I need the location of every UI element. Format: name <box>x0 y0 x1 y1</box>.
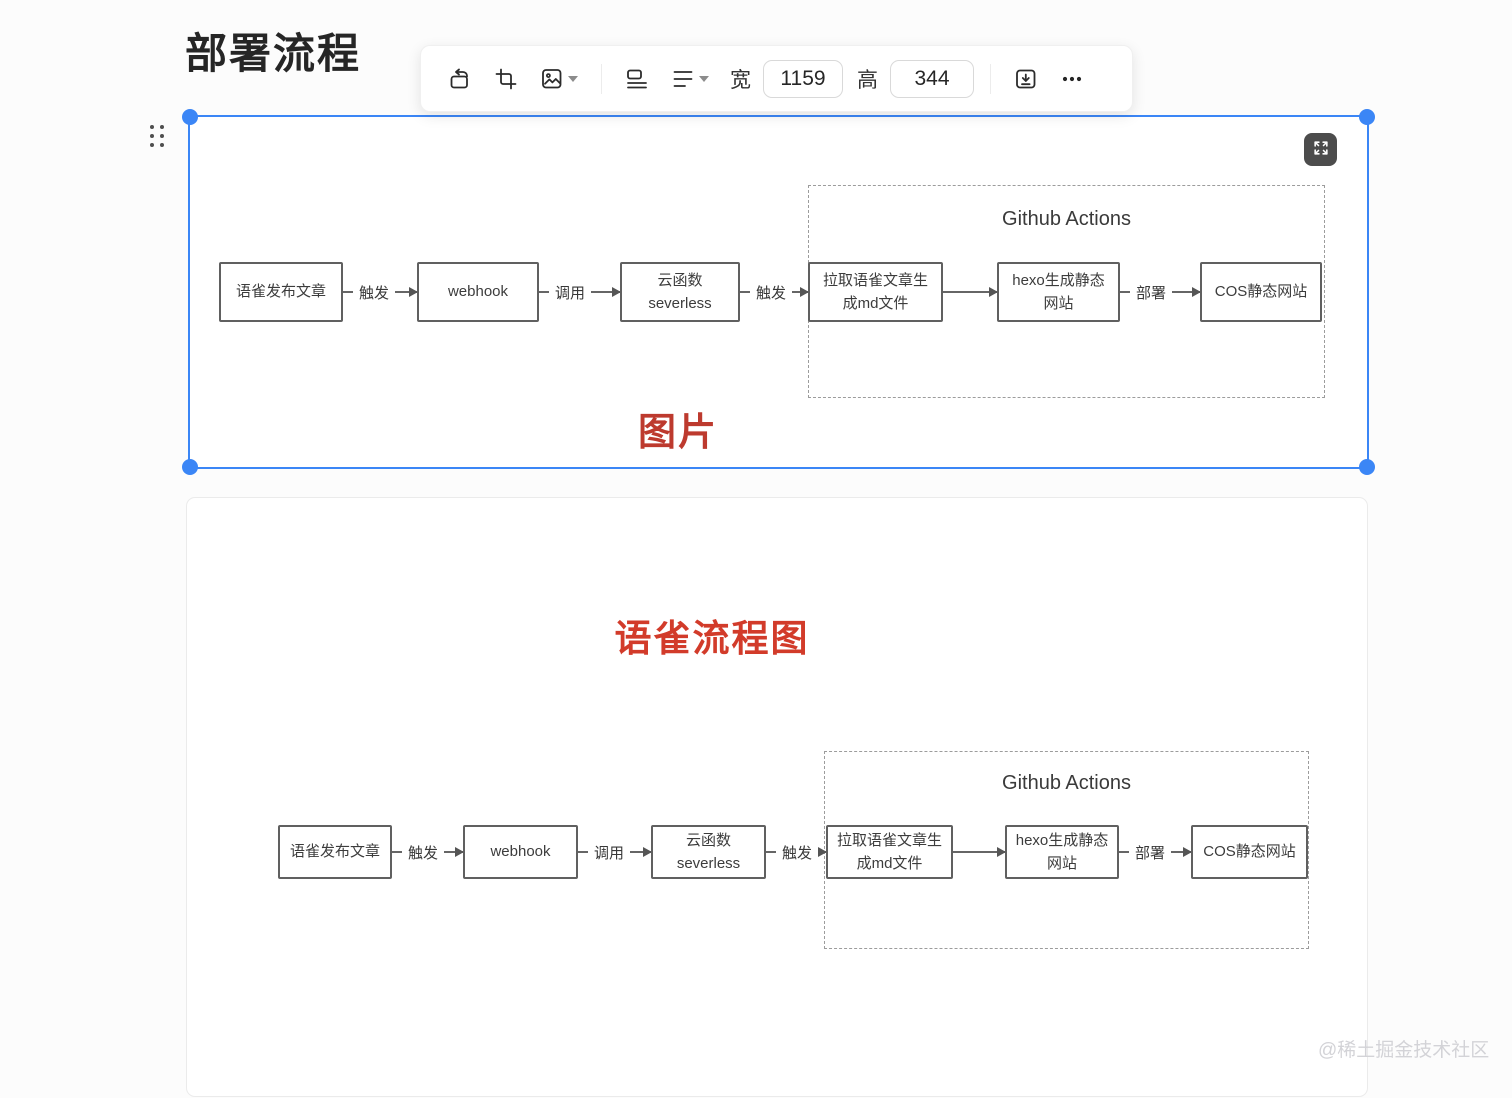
flow-connector: 触发 <box>343 262 417 322</box>
diagram-title: 语雀流程图 <box>614 618 810 659</box>
flow-node-yuque-publish: 语雀发布文章 <box>219 262 343 322</box>
flow-node-cos-site: COS静态网站 <box>1200 262 1322 322</box>
expand-arrows-icon <box>1311 138 1331 161</box>
rotate-button[interactable] <box>441 59 479 99</box>
download-icon <box>1014 67 1038 91</box>
edge-label: 调用 <box>594 844 625 862</box>
selection-handle-bottom-right[interactable] <box>1359 459 1375 475</box>
toolbar-divider <box>601 63 602 94</box>
flow-connector <box>953 825 1005 879</box>
edge-label: 触发 <box>408 844 439 862</box>
replace-image-button[interactable] <box>533 59 585 99</box>
flow-connector: 部署 <box>1119 825 1191 879</box>
edge-label: 部署 <box>1136 284 1167 302</box>
chevron-down-icon <box>568 75 578 82</box>
selection-handle-top-right[interactable] <box>1359 109 1375 125</box>
flow-node-webhook: webhook <box>463 825 578 879</box>
width-input[interactable] <box>763 59 843 98</box>
flow-node-yuque-publish: 语雀发布文章 <box>278 825 392 879</box>
display-mode-icon <box>625 67 649 91</box>
flow-node-hexo-generate: hexo生成静态网站 <box>997 262 1120 322</box>
github-actions-label: Github Actions <box>1002 772 1131 794</box>
edge-label: 部署 <box>1135 844 1166 862</box>
block-drag-handle[interactable] <box>147 122 167 150</box>
flow-connector <box>943 262 997 322</box>
flow-node-hexo-generate: hexo生成静态网站 <box>1005 825 1119 879</box>
flow-node-cos-site: COS静态网站 <box>1191 825 1308 879</box>
crop-icon <box>494 67 518 91</box>
height-label: 高 <box>857 68 878 92</box>
edge-label: 调用 <box>555 284 586 302</box>
page-title: 部署流程 <box>185 30 362 77</box>
image-toolbar: 宽 高 <box>420 45 1133 112</box>
flow-node-pull-articles: 拉取语雀文章生成md文件 <box>808 262 943 322</box>
selection-handle-bottom-left[interactable] <box>182 459 198 475</box>
width-label: 宽 <box>730 68 751 92</box>
flow-connector: 调用 <box>578 825 651 879</box>
flow-connector: 调用 <box>539 262 620 322</box>
toolbar-divider <box>990 63 991 94</box>
crop-button[interactable] <box>487 59 525 99</box>
download-button[interactable] <box>1007 59 1045 99</box>
flow-connector: 触发 <box>766 825 826 879</box>
flow-node-webhook: webhook <box>417 262 539 322</box>
align-button[interactable] <box>664 59 716 99</box>
ellipsis-icon <box>1060 67 1084 91</box>
github-actions-label: Github Actions <box>1002 208 1131 230</box>
more-options-button[interactable] <box>1053 59 1091 99</box>
flow-connector: 触发 <box>392 825 463 879</box>
image-icon <box>540 67 564 91</box>
flow-node-pull-articles: 拉取语雀文章生成md文件 <box>826 825 953 879</box>
edge-label: 触发 <box>756 284 787 302</box>
display-mode-button[interactable] <box>618 59 656 99</box>
edge-label: 触发 <box>782 844 813 862</box>
watermark: @稀土掘金技术社区 <box>1318 1040 1490 1061</box>
image-caption: 图片 <box>637 412 718 454</box>
align-lines-icon <box>671 67 695 91</box>
flow-connector: 部署 <box>1120 262 1200 322</box>
flow-connector: 触发 <box>740 262 808 322</box>
chevron-down-icon <box>699 75 709 82</box>
height-input[interactable] <box>890 59 974 98</box>
edge-label: 触发 <box>359 284 390 302</box>
rotate-icon <box>448 67 472 91</box>
fullscreen-button[interactable] <box>1304 133 1337 166</box>
selection-handle-top-left[interactable] <box>182 109 198 125</box>
